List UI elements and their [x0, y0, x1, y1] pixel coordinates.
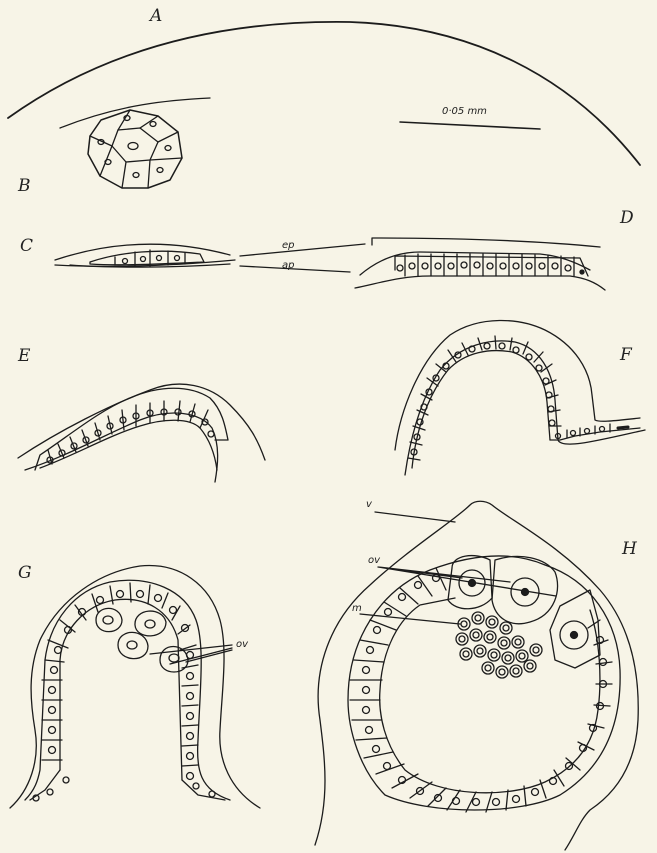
panel-label-e: E	[18, 348, 30, 365]
panel-label-d: D	[620, 210, 634, 227]
ep-leader	[240, 244, 365, 256]
panel-label-g: G	[18, 565, 32, 582]
panel-label-h: H	[622, 541, 637, 558]
section-e	[18, 384, 265, 482]
label-v: v	[366, 500, 372, 510]
label-ov-h: ov	[368, 556, 380, 566]
cells-f	[408, 336, 640, 460]
label-ov-g: ov	[236, 640, 248, 650]
label-ep: ep	[282, 241, 295, 251]
panel-label-c: C	[20, 238, 33, 255]
scale-label: 0·05 mm	[442, 107, 487, 117]
panel-label-b: B	[18, 178, 31, 195]
panel-label-a: A	[150, 8, 162, 25]
scale-bar	[400, 122, 540, 129]
section-h	[315, 501, 638, 850]
panel-label-f: F	[620, 347, 632, 364]
ap-leader	[240, 266, 350, 272]
v-leader	[375, 512, 455, 522]
cells-g	[30, 583, 225, 801]
section-c	[55, 244, 235, 267]
label-ap: ap	[282, 261, 294, 271]
section-d	[355, 238, 605, 290]
section-g	[10, 566, 260, 808]
label-m: m	[352, 604, 362, 614]
cells-h-ring	[350, 568, 612, 812]
ov-g-leaders	[150, 645, 232, 664]
cell-cluster-b	[60, 98, 210, 188]
section-f	[395, 320, 645, 475]
